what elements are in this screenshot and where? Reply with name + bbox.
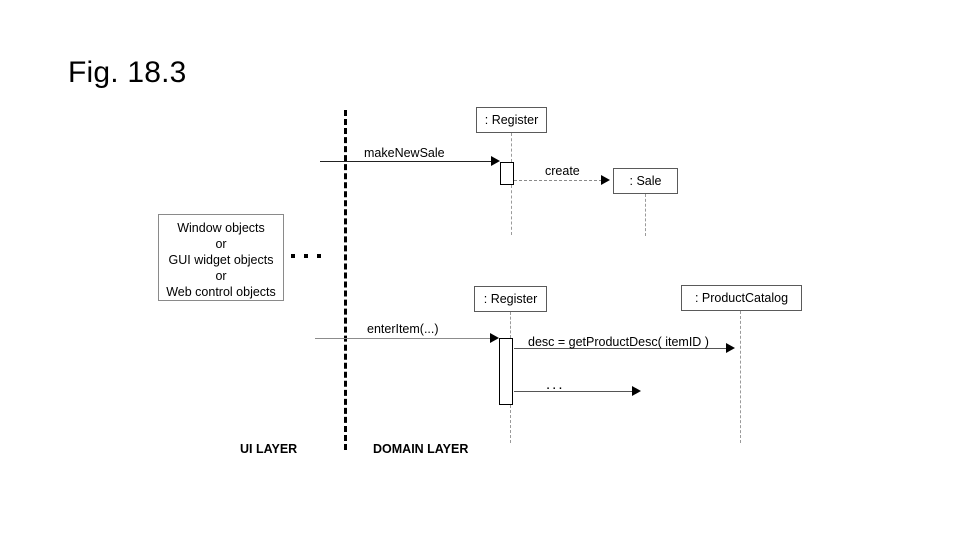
participant-box-sale[interactable]: : Sale	[613, 168, 678, 194]
arrowhead-more-messages	[632, 386, 641, 396]
message-label-enter-item: enterItem(...)	[367, 322, 439, 336]
participant-label: : Register	[484, 113, 539, 127]
message-line-make-new-sale	[320, 161, 492, 162]
activation-bar-register-top	[500, 162, 514, 185]
lifeline-register-top-upper	[511, 133, 512, 162]
ui-objects-line-4: or	[215, 269, 227, 283]
participant-box-register-bottom[interactable]: : Register	[474, 286, 547, 312]
message-line-more-messages	[514, 391, 633, 392]
ui-objects-line-1: Window objects	[177, 221, 265, 235]
message-label-more-messages: ...	[546, 376, 565, 393]
lifeline-sale	[645, 194, 646, 236]
message-label-create: create	[545, 164, 580, 178]
participant-label: : Sale	[629, 174, 662, 188]
ui-objects-box[interactable]: Window objects or GUI widget objects or …	[158, 214, 284, 301]
participant-box-register-top[interactable]: : Register	[476, 107, 547, 133]
domain-layer-caption: DOMAIN LAYER	[373, 442, 469, 456]
activation-bar-register-bottom	[499, 338, 513, 405]
dot	[317, 254, 321, 258]
message-line-get-product-desc	[514, 348, 727, 349]
lifeline-register-bottom-upper	[510, 312, 511, 338]
arrowhead-enter-item	[490, 333, 499, 343]
participant-label: : Register	[483, 292, 538, 306]
lifeline-product-catalog	[740, 311, 741, 443]
dot	[291, 254, 295, 258]
message-line-create	[514, 180, 602, 181]
ui-layer-caption: UI LAYER	[240, 442, 298, 456]
ellipsis-dots-ui-objects	[291, 254, 321, 258]
ui-objects-line-5: Web control objects	[166, 285, 276, 299]
lifeline-register-top-lower	[511, 185, 512, 235]
ui-objects-line-3: GUI widget objects	[168, 253, 274, 267]
dot	[304, 254, 308, 258]
participant-label: : ProductCatalog	[694, 291, 789, 305]
message-line-enter-item	[315, 338, 491, 339]
message-label-get-product-desc: desc = getProductDesc( itemID )	[528, 335, 709, 349]
participant-box-product-catalog[interactable]: : ProductCatalog	[681, 285, 802, 311]
page-title: Fig. 18.3	[68, 56, 187, 89]
lifeline-register-bottom-lower	[510, 405, 511, 443]
arrowhead-make-new-sale	[491, 156, 500, 166]
message-label-make-new-sale: makeNewSale	[364, 146, 445, 160]
layer-divider-line	[344, 110, 347, 450]
arrowhead-create	[601, 175, 610, 185]
ui-objects-line-2: or	[215, 237, 227, 251]
arrowhead-get-product-desc	[726, 343, 735, 353]
